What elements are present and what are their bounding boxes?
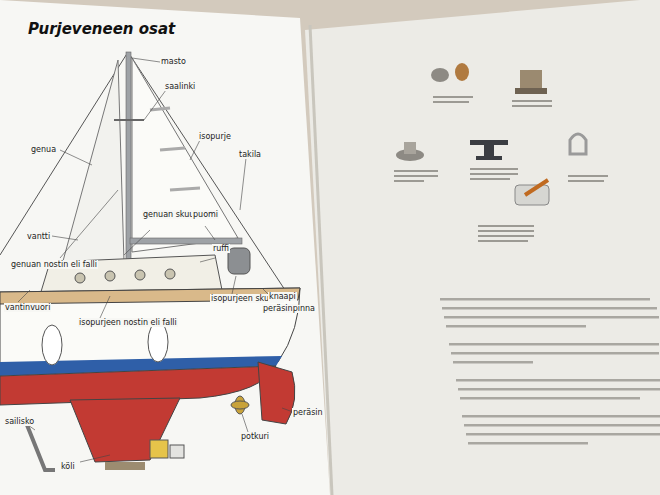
left-page <box>0 0 330 495</box>
page-title: Purjeveneen osat <box>28 20 175 38</box>
paint-can <box>150 440 168 458</box>
part-label: masto <box>160 57 187 66</box>
helmsman <box>228 248 250 274</box>
icon-caption-lines <box>394 96 608 242</box>
genoa-sail <box>60 60 124 272</box>
mast <box>126 52 131 292</box>
part-label: saalinki <box>164 82 196 91</box>
part-label: vantinvuori <box>4 303 51 312</box>
paragraph-text-lines <box>440 298 660 445</box>
part-label: potkuri <box>240 432 270 441</box>
keel-block <box>105 462 145 470</box>
spreader <box>114 119 144 121</box>
main-sail <box>132 58 238 252</box>
hardware-icons <box>396 63 586 205</box>
propeller <box>231 396 249 414</box>
part-label: isopurjeen nostin eli falli <box>78 318 178 327</box>
rudder <box>258 362 295 424</box>
part-label: köli <box>60 462 76 471</box>
right-page <box>305 0 660 495</box>
page-gutter <box>310 25 332 495</box>
part-label: takila <box>238 150 262 159</box>
part-label: knaapi <box>268 292 297 301</box>
part-label: peräsinpinna <box>262 304 316 313</box>
part-label: ruffi <box>212 244 230 253</box>
part-label: genuan nostin eli falli <box>10 260 98 269</box>
part-label: puomi <box>192 210 219 219</box>
backstay <box>128 52 285 290</box>
part-label: isopurje <box>198 132 232 141</box>
keel <box>70 398 180 462</box>
part-label: sailisko <box>4 417 35 426</box>
toerail <box>0 288 300 304</box>
sailboat <box>0 52 300 470</box>
part-label: vantti <box>26 232 51 241</box>
part-label: genua <box>30 145 57 154</box>
boat-stand <box>25 420 55 470</box>
part-label: peräsin <box>292 408 324 417</box>
